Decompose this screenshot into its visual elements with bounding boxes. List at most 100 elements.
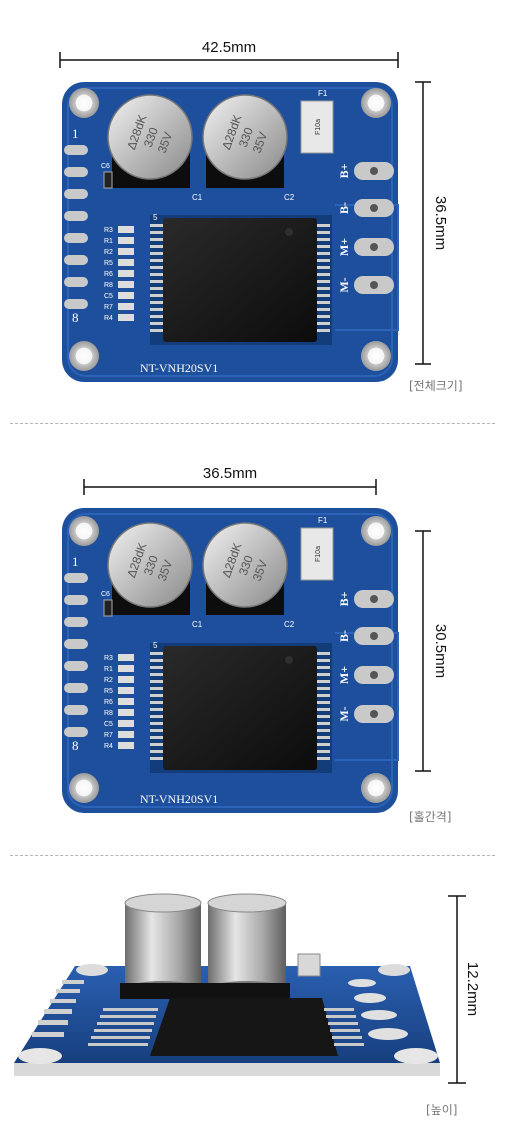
motor-driver-chip [163, 218, 317, 342]
svg-text:B-: B- [337, 630, 351, 642]
fuse-f1 [300, 100, 334, 154]
separator [10, 423, 495, 424]
height-label: 36.5mm [432, 196, 449, 250]
fuse-f1 [297, 953, 321, 977]
svg-text:R2: R2 [104, 677, 113, 684]
capacitor-c1 [107, 94, 193, 180]
mount-hole [361, 773, 391, 803]
svg-text:330: 330 [236, 553, 256, 577]
svg-text:330: 330 [236, 125, 256, 149]
resistor-labels: R3 R1 R2 R5 R6 R8 C5 R7 R4 [104, 655, 113, 750]
terminal-b-plus: B+ [337, 163, 351, 178]
mount-hole [361, 516, 391, 546]
svg-text:F1: F1 [318, 516, 328, 525]
mount-hole [69, 341, 99, 371]
capacitor-c1 [107, 522, 193, 608]
figure-overall-size: 1 8 Δ28dK 330 35V Δ28dK 330 35V C1 C2 F1… [0, 0, 505, 420]
mount-hole [361, 341, 391, 371]
svg-text:M+: M+ [337, 666, 351, 684]
pin-8-label: 8 [72, 310, 79, 325]
svg-text:C2: C2 [284, 193, 295, 202]
svg-text:F1: F1 [318, 89, 328, 98]
width-dimension [59, 52, 399, 68]
svg-text:R8: R8 [104, 282, 113, 289]
svg-text:35V: 35V [155, 558, 175, 583]
height-dimension [415, 81, 431, 365]
svg-text:330: 330 [141, 125, 161, 149]
mount-hole [18, 1048, 62, 1064]
mount-hole [76, 964, 108, 976]
hole-height-dimension [415, 530, 431, 772]
component-c6 [103, 171, 113, 189]
svg-text:C2: C2 [284, 620, 295, 629]
width-label: 42.5mm [202, 39, 256, 56]
fuse-f1 [300, 527, 334, 581]
mount-hole [361, 88, 391, 118]
header-pads [64, 573, 88, 737]
svg-text:R8: R8 [104, 710, 113, 717]
caption-height: [높이] [426, 1103, 458, 1117]
svg-text:R3: R3 [104, 227, 113, 234]
capacitor-c1 [125, 903, 201, 989]
svg-text:F10a: F10a [315, 546, 322, 562]
svg-text:330: 330 [141, 553, 161, 577]
mount-hole [378, 964, 410, 976]
motor-driver-chip [163, 646, 317, 770]
svg-text:B+: B+ [337, 591, 351, 606]
svg-text:R2: R2 [104, 249, 113, 256]
header-pads [64, 145, 88, 309]
figure-hole-spacing: 1 8 Δ28dK 330 35V Δ28dK 330 35V C1 C2 F1… [0, 425, 505, 855]
svg-text:35V: 35V [250, 558, 270, 583]
board-photo-top: 1 8 Δ28dK 330 35V Δ28dK 330 35V C1 C2 F1… [59, 39, 449, 382]
capacitor-c2 [208, 903, 286, 989]
svg-text:R6: R6 [104, 699, 113, 706]
pin-1-label: 1 [72, 126, 79, 141]
svg-text:C1: C1 [192, 620, 203, 629]
board-photo-top-holes: 1 8 Δ28dK 330 35V Δ28dK 330 35V C1 C2 F1… [62, 465, 449, 813]
svg-text:R7: R7 [104, 304, 113, 311]
svg-text:R5: R5 [104, 260, 113, 267]
svg-text:R1: R1 [104, 666, 113, 673]
svg-text:35V: 35V [155, 130, 175, 155]
svg-text:R4: R4 [104, 743, 113, 750]
svg-text:R6: R6 [104, 271, 113, 278]
resistor-array [118, 226, 134, 321]
terminal-b-minus: B- [337, 202, 351, 214]
svg-text:R1: R1 [104, 238, 113, 245]
board-model-label: NT-VNH20SV1 [140, 792, 218, 806]
board-height-label: 12.2mm [464, 962, 481, 1016]
svg-text:C5: C5 [104, 721, 113, 728]
capacitor-c2 [202, 522, 288, 608]
svg-text:C5: C5 [104, 293, 113, 300]
svg-text:C1: C1 [192, 193, 203, 202]
header-pads [32, 980, 84, 1037]
hole-width-label: 36.5mm [203, 465, 257, 482]
board-photo-side: 12.2mm [14, 893, 481, 1084]
svg-text:M-: M- [337, 706, 351, 721]
terminal-m-plus: M+ [337, 238, 351, 256]
separator [10, 855, 495, 856]
figure-height: 12.2mm [높이] [0, 858, 505, 1140]
pcb-edge [14, 1063, 440, 1076]
chip-pins-right [316, 224, 330, 332]
svg-text:1: 1 [72, 554, 79, 569]
terminal-pads [348, 979, 408, 1040]
height-dimension [448, 895, 466, 1084]
terminal-m-minus: M- [337, 277, 351, 292]
svg-text:5: 5 [153, 641, 158, 650]
svg-text:5: 5 [153, 213, 158, 222]
svg-text:R3: R3 [104, 655, 113, 662]
mount-hole [394, 1048, 438, 1064]
chip-pins-left [150, 224, 164, 332]
svg-text:R4: R4 [104, 315, 113, 322]
mount-hole [69, 88, 99, 118]
svg-text:35V: 35V [250, 130, 270, 155]
caption-overall: [전체크기] [409, 379, 463, 393]
mount-hole [69, 516, 99, 546]
svg-text:R5: R5 [104, 688, 113, 695]
hole-height-label: 30.5mm [432, 624, 449, 678]
resistor-labels: R3 R1 R2 R5 R6 R8 C5 R7 R4 [104, 227, 113, 322]
svg-text:C6: C6 [101, 163, 110, 170]
motor-driver-chip [150, 998, 338, 1056]
board-model-label: NT-VNH20SV1 [140, 361, 218, 375]
